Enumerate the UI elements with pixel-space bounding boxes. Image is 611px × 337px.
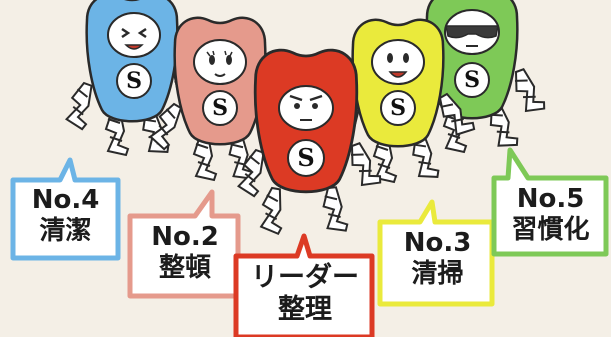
pink-tooth-emblem: S xyxy=(212,95,228,121)
label-no2: No.2 整頓 xyxy=(135,222,235,284)
label-no4-frame xyxy=(10,157,121,261)
label-no5: No.5 習慣化 xyxy=(498,184,603,246)
green-tooth-emblem: S xyxy=(464,67,480,93)
label-no4: No.4 清潔 xyxy=(18,185,113,247)
green-tooth-character: S xyxy=(398,0,548,153)
label-no4-text: 清潔 xyxy=(39,216,92,247)
label-leader-number: リーダー xyxy=(251,262,359,293)
label-leader-text: 整理 xyxy=(278,294,332,326)
red-tooth-emblem: S xyxy=(297,143,314,172)
label-no5-number: No.5 xyxy=(516,184,585,214)
label-no3-text: 清掃 xyxy=(411,259,464,290)
label-no3-frame xyxy=(377,199,495,307)
blue-tooth-character: S xyxy=(62,0,211,157)
blue-tooth-emblem: S xyxy=(126,68,142,94)
label-no2-text: 整頓 xyxy=(158,253,211,284)
label-no4-number: No.4 xyxy=(31,185,100,215)
label-no5-frame xyxy=(491,147,609,257)
label-no2-number: No.2 xyxy=(151,222,219,252)
label-no2-frame xyxy=(127,189,241,299)
yellow-tooth-emblem: S xyxy=(390,95,406,121)
label-no3-number: No.3 xyxy=(403,228,472,258)
pink-tooth-character: S xyxy=(145,16,300,182)
yellow-tooth-character: S xyxy=(326,18,477,183)
label-no3: No.3 清掃 xyxy=(385,228,490,290)
label-leader-frame xyxy=(233,233,375,337)
red-tooth-character: S xyxy=(234,48,384,236)
label-leader: リーダー 整理 xyxy=(240,262,370,327)
label-no5-text: 習慣化 xyxy=(511,215,590,246)
